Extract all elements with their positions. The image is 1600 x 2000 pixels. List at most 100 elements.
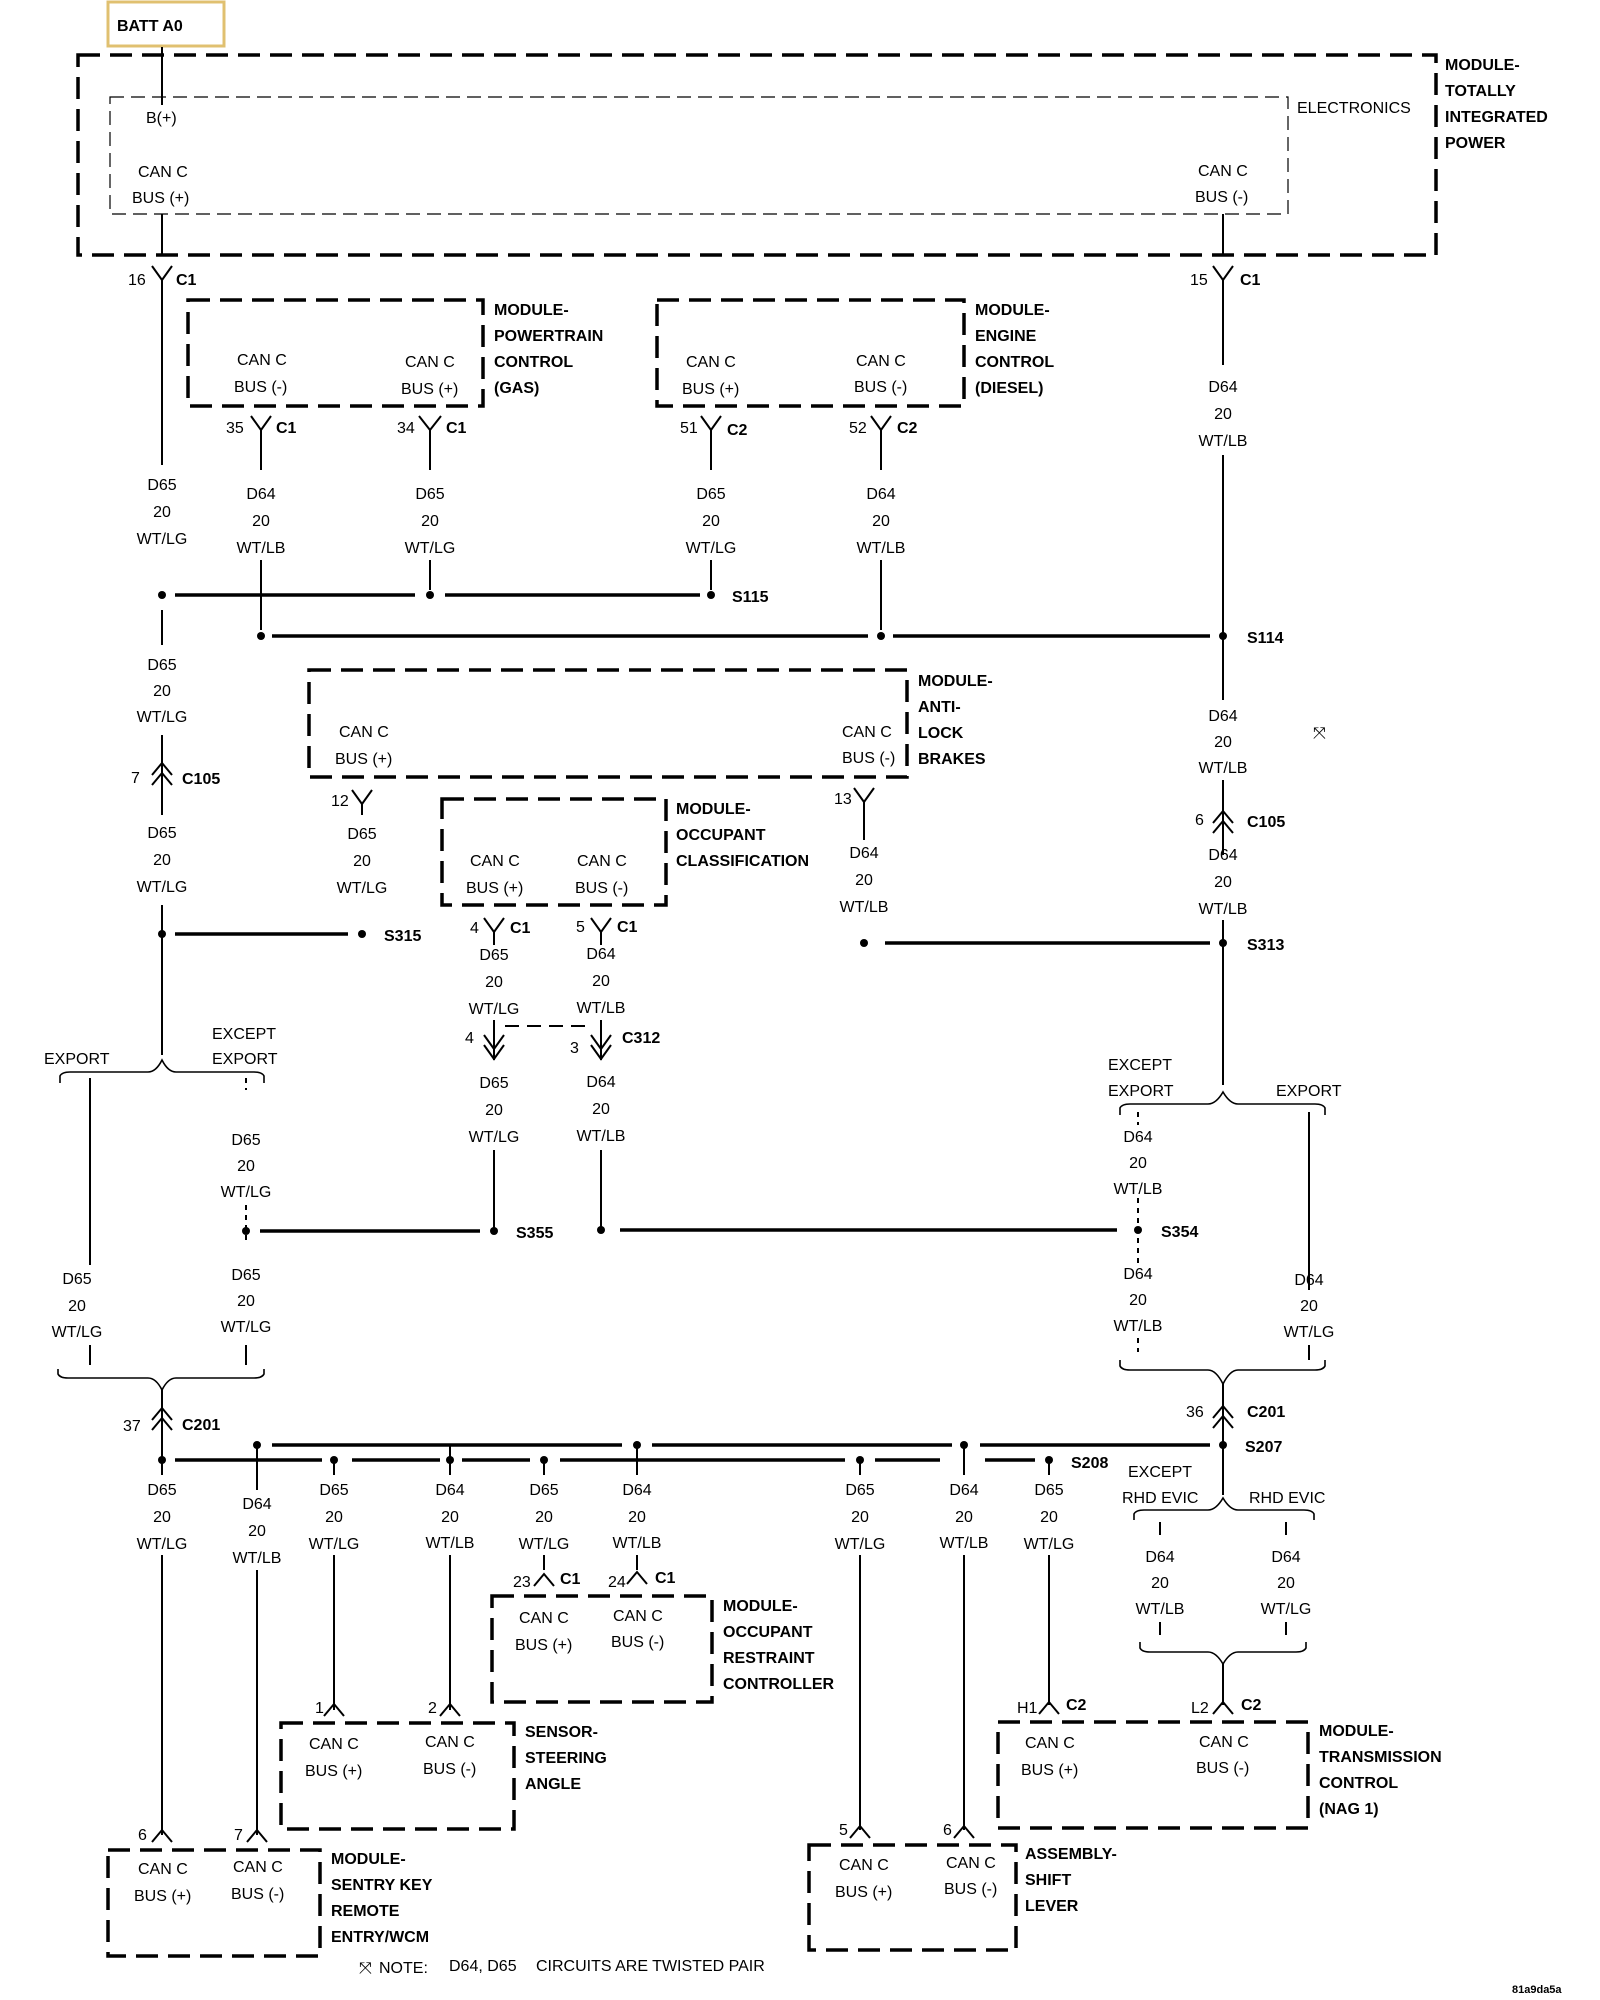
wire-code: D64: [586, 946, 615, 963]
skreem-title-2: SENTRY KEY: [331, 1877, 433, 1894]
pin-label: 3: [570, 1040, 579, 1057]
connector-orc-pin24: 24 C1: [608, 1570, 676, 1591]
connector-label: C312: [622, 1030, 660, 1047]
splice-s313: S313: [1247, 937, 1284, 954]
wire-color: WT/LG: [137, 1536, 188, 1553]
wire-label-except-export-left-2: D65 20 WT/LG: [221, 1267, 272, 1336]
connector-label: C105: [1247, 814, 1285, 831]
wire-gauge: 20: [153, 504, 171, 521]
ecm-title-3: CONTROL: [975, 354, 1054, 371]
twisted-pair-icon: ⤧: [1313, 725, 1326, 742]
option-rhd-evic: RHD EVIC: [1249, 1490, 1325, 1507]
pin-label: 15: [1190, 272, 1208, 289]
wire-code: D65: [147, 1482, 176, 1499]
wire-color: WT/LG: [469, 1129, 520, 1146]
connector-c312: 4 3 C312: [465, 1020, 660, 1061]
module-pcm: MODULE- POWERTRAIN CONTROL (GAS) CAN C B…: [186, 298, 603, 408]
shift-title-1: ASSEMBLY-: [1025, 1846, 1117, 1863]
abs-title-3: LOCK: [918, 725, 964, 742]
wire-code: D64: [1294, 1272, 1323, 1289]
tcm-title-1: MODULE-: [1319, 1723, 1394, 1740]
shift-pin-b-1: CAN C: [946, 1855, 996, 1872]
wire-code: D64: [435, 1482, 464, 1499]
skreem-pin-b-2: BUS (-): [231, 1886, 284, 1903]
orc-pin-b-2: BUS (-): [611, 1634, 664, 1651]
wire-color: WT/LG: [835, 1536, 886, 1553]
wire-color: WT/LB: [840, 899, 889, 916]
skreem-title-3: REMOTE: [331, 1903, 400, 1920]
splice-s355-group: S355: [242, 1150, 602, 1245]
connector-c1-pin35: 35 C1: [226, 415, 297, 470]
wire-color: WT/LG: [221, 1319, 272, 1336]
connector-label: C2: [897, 420, 918, 437]
pin-label: 51: [680, 420, 698, 437]
connector-label: C1: [276, 420, 297, 437]
wire-gauge: 20: [592, 1101, 610, 1118]
wire-label-right-3: D64 20 WT/LB: [1199, 847, 1248, 918]
sas-pin-b-1: CAN C: [425, 1734, 475, 1751]
connector-label: C1: [176, 272, 197, 289]
note-circuits: D64, D65: [449, 1958, 517, 1975]
wire-color: WT/LB: [1199, 901, 1248, 918]
wire-label-ecm-51: D65 20 WT/LG: [686, 486, 737, 557]
wire-code: D65: [62, 1271, 91, 1288]
wire-label-skreem-minus: D64 20 WT/LB: [233, 1496, 282, 1567]
connector-tcm-l2: L2 C2: [1191, 1697, 1262, 1717]
occ-pin-a-1: CAN C: [470, 853, 520, 870]
module-abs: MODULE- ANTI- LOCK BRAKES CAN C BUS (+) …: [307, 668, 993, 779]
pcm-pin-b-2: BUS (+): [401, 381, 458, 398]
option-brace-right: EXCEPT EXPORT EXPORT: [1108, 1057, 1342, 1352]
wire-color: WT/LG: [469, 1001, 520, 1018]
wire-code: D64: [1208, 379, 1237, 396]
shift-pin-a-2: BUS (+): [835, 1884, 892, 1901]
wire-gauge: 20: [851, 1509, 869, 1526]
wire-code: D64: [246, 486, 275, 503]
abs-pin-a-1: CAN C: [339, 724, 389, 741]
wire-color: WT/LG: [221, 1184, 272, 1201]
wire-code: D65: [319, 1482, 348, 1499]
wire-gauge: 20: [592, 973, 610, 990]
tcm-pin-b-2: BUS (-): [1196, 1760, 1249, 1777]
connector-c1-pin16: 16 C1: [128, 265, 197, 300]
wire-color: WT/LB: [426, 1535, 475, 1552]
sas-pin-a-2: BUS (+): [305, 1763, 362, 1780]
wire-label-c312-3: D64 20 WT/LB: [577, 1074, 626, 1145]
wire-gauge: 20: [248, 1523, 266, 1540]
module-tipm: MODULE- TOTALLY INTEGRATED POWER ELECTRO…: [76, 53, 1548, 257]
connector-label: C1: [446, 420, 467, 437]
battery-feed: BATT A0: [106, 0, 226, 95]
tipm-electronics-label: ELECTRONICS: [1297, 100, 1411, 117]
wire-color: WT/LG: [519, 1536, 570, 1553]
wire-code: D64: [1123, 1129, 1152, 1146]
wire-code: D65: [415, 486, 444, 503]
tipm-title-2: TOTALLY: [1445, 83, 1516, 100]
splice-s354-group: S354: [597, 1224, 1198, 1241]
connector-c2-pin51: 51 C2: [680, 415, 748, 470]
pcm-title-4: (GAS): [494, 380, 539, 397]
wire-gauge: 20: [535, 1509, 553, 1526]
orc-pin-b-1: CAN C: [613, 1608, 663, 1625]
wire-color: WT/LG: [686, 540, 737, 557]
pin-label: 52: [849, 420, 867, 437]
wire-color: WT/LG: [1284, 1324, 1335, 1341]
wire-code: D64: [866, 486, 895, 503]
skreem-pin-a-2: BUS (+): [134, 1888, 191, 1905]
occ-title-3: CLASSIFICATION: [676, 853, 809, 870]
wire-label-tcm-except-rhd: D64 20 WT/LB: [1136, 1549, 1185, 1618]
connector-label: C2: [1241, 1697, 1262, 1714]
occ-pin-b-1: CAN C: [577, 853, 627, 870]
option-brace-left: EXPORT EXCEPT EXPORT: [44, 1026, 278, 1265]
skreem-pin-a-1: CAN C: [138, 1861, 188, 1878]
pin-label: 7: [131, 770, 140, 787]
ecm-title-4: (DIESEL): [975, 380, 1043, 397]
connector-c1-pin15: 15 C1: [1190, 265, 1261, 300]
ecm-pin-a-1: CAN C: [686, 354, 736, 371]
connector-label: C1: [655, 1570, 676, 1587]
option-except: EXCEPT: [1108, 1057, 1172, 1074]
pin-label: 37: [123, 1418, 141, 1435]
splice-s355: S355: [516, 1225, 553, 1242]
pin-label: 24: [608, 1574, 626, 1591]
wire-code: D65: [696, 486, 725, 503]
tcm-title-3: CONTROL: [1319, 1775, 1398, 1792]
